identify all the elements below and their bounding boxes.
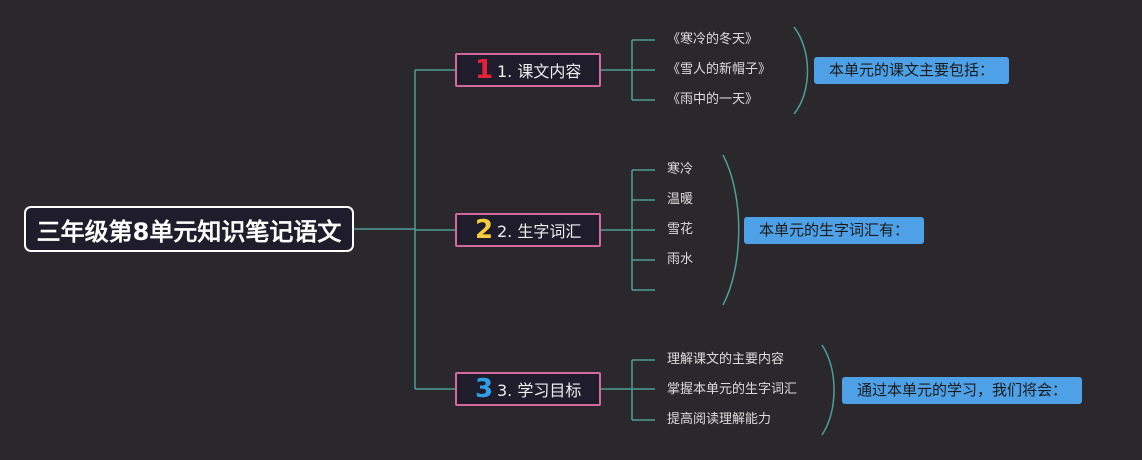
leaf-1-1[interactable]: 《寒冷的冬天》 (667, 32, 759, 47)
number-1-icon: 1 (475, 55, 494, 85)
summary-brace-1 (793, 26, 809, 115)
branch-node-3[interactable]: 3 3. 学习目标 (455, 372, 601, 406)
summary-node-3[interactable]: 通过本单元的学习，我们将会： (842, 377, 1083, 404)
branch-node-2[interactable]: 2 2. 生字词汇 (455, 213, 601, 247)
leaf-2-1[interactable]: 寒冷 (667, 162, 694, 177)
summary-brace-3 (821, 344, 835, 436)
leaf-2-4[interactable]: 雨水 (667, 252, 694, 267)
leaf-3-1[interactable]: 理解课文的主要内容 (667, 352, 785, 367)
branch-node-1[interactable]: 1 1. 课文内容 (455, 53, 601, 87)
leaf-3-2[interactable]: 掌握本单元的生字词汇 (667, 382, 798, 397)
summary-node-1[interactable]: 本单元的课文主要包括： (814, 57, 1010, 84)
number-2-icon: 2 (475, 215, 494, 245)
branch-label-3: 3. 学习目标 (497, 381, 582, 400)
summary-brace-2 (722, 154, 740, 306)
number-3-icon: 3 (475, 374, 494, 404)
leaf-2-2[interactable]: 温暖 (667, 192, 694, 207)
root-node[interactable]: 三年级第8单元知识笔记语文 (24, 206, 354, 252)
leaf-3-3[interactable]: 提高阅读理解能力 (667, 412, 772, 427)
leaf-1-2[interactable]: 《雪人的新帽子》 (667, 62, 772, 77)
summary-node-2[interactable]: 本单元的生字词汇有： (744, 217, 925, 244)
branch-label-2: 2. 生字词汇 (497, 222, 582, 241)
branch-label-1: 1. 课文内容 (497, 62, 582, 81)
leaf-2-3[interactable]: 雪花 (667, 222, 694, 237)
leaf-1-3[interactable]: 《雨中的一天》 (667, 92, 759, 107)
root-label: 三年级第8单元知识笔记语文 (36, 217, 342, 246)
